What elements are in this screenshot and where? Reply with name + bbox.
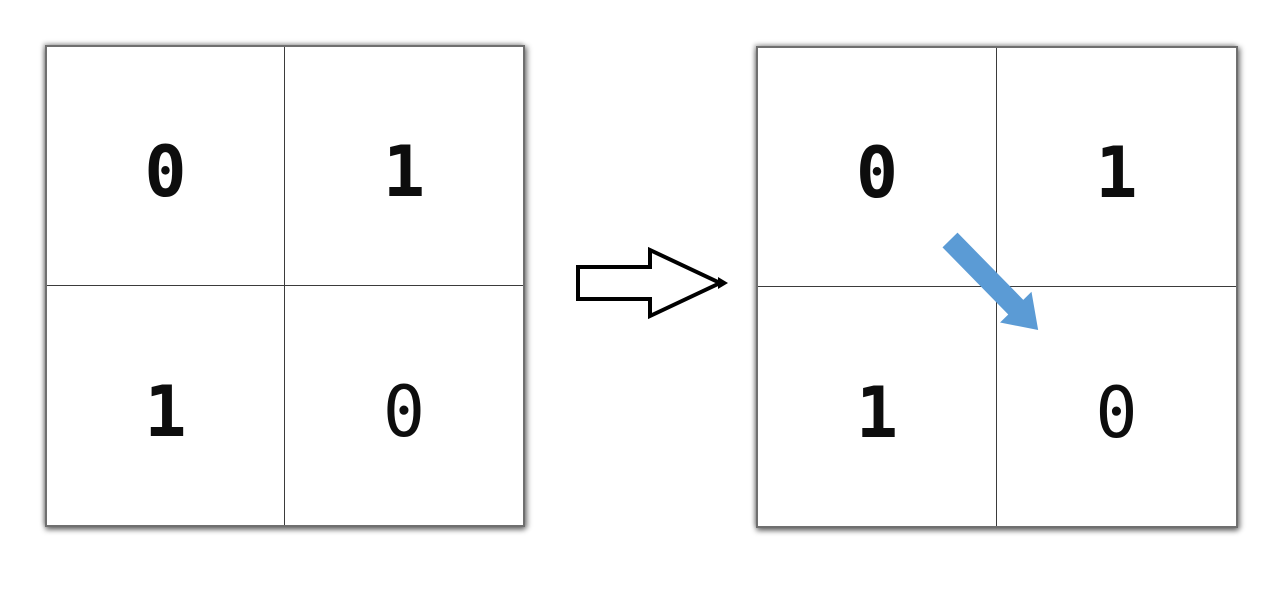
cell-value: 1 xyxy=(382,131,426,213)
result-cell-r0c0: 0 xyxy=(758,48,997,287)
source-cell-r1c1: 0 xyxy=(285,286,523,525)
source-cell-r0c0: 0 xyxy=(47,47,285,286)
cell-value: 0 xyxy=(382,370,426,453)
source-cell-r1c0: 1 xyxy=(47,286,285,525)
cell-value: 0 xyxy=(855,132,899,214)
block-arrow-shape xyxy=(576,246,725,320)
transform-arrow-icon xyxy=(576,246,728,320)
source-grid: 0 1 1 0 xyxy=(45,45,525,527)
result-grid: 0 1 1 0 xyxy=(756,46,1238,528)
block-arrow-tip xyxy=(718,277,728,289)
result-cell-r1c0: 1 xyxy=(758,287,997,526)
source-cell-r0c1: 1 xyxy=(285,47,523,286)
cell-value: 0 xyxy=(1095,371,1138,454)
cell-value: 1 xyxy=(855,371,899,454)
cell-value: 0 xyxy=(144,131,187,213)
result-cell-r1c1: 0 xyxy=(997,287,1236,526)
result-cell-r0c1: 1 xyxy=(997,48,1236,287)
cell-value: 1 xyxy=(1095,132,1138,214)
cell-value: 1 xyxy=(144,370,187,453)
